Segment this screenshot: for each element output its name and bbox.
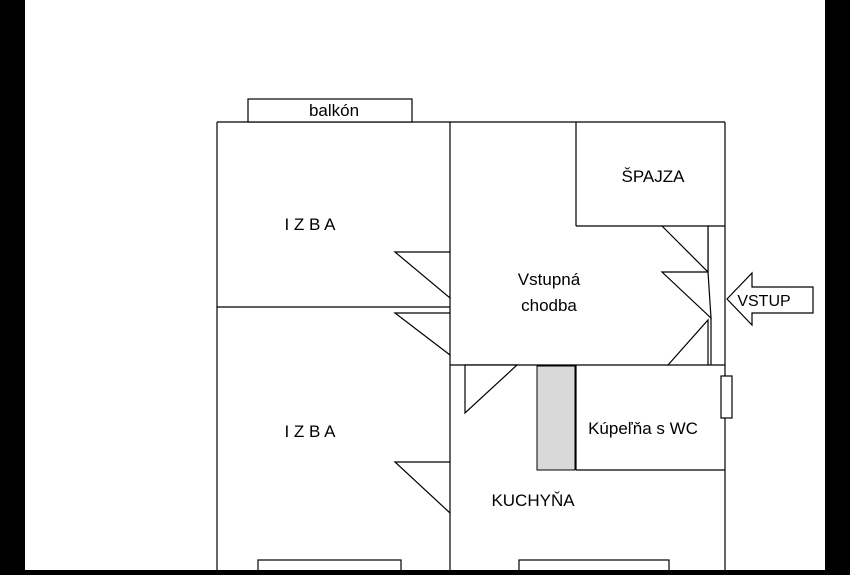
door-swing-room-top [393,251,451,300]
door-swing-pantry [660,225,709,274]
room-bottom-label: I Z B A [284,422,336,441]
door-swing-room-mid [393,312,451,357]
door-swing-entrance [660,271,712,320]
entrance-arrow-icon [726,271,814,327]
room-top-label: I Z B A [284,215,336,234]
bathroom-label: Kúpeľňa s WC [588,419,698,438]
kitchen-label: KUCHYŇA [491,491,575,510]
pantry-label: ŠPAJZA [622,167,686,186]
door-swing-room-bottom [393,461,451,515]
entrance-label: VSTUP [737,293,790,310]
hall-label-line1: Vstupná [518,270,581,289]
bathroom-fixture [536,365,576,471]
window-bottom-right [518,559,670,573]
window-right-wall [720,375,733,419]
door-swing-kitchen [464,364,519,415]
balcony-label: balkón [309,101,359,120]
hall-label-line2: chodba [521,296,577,315]
balcony-box [247,98,413,123]
door-swing-entrance-lower [666,318,709,366]
window-bottom-left [257,559,402,573]
